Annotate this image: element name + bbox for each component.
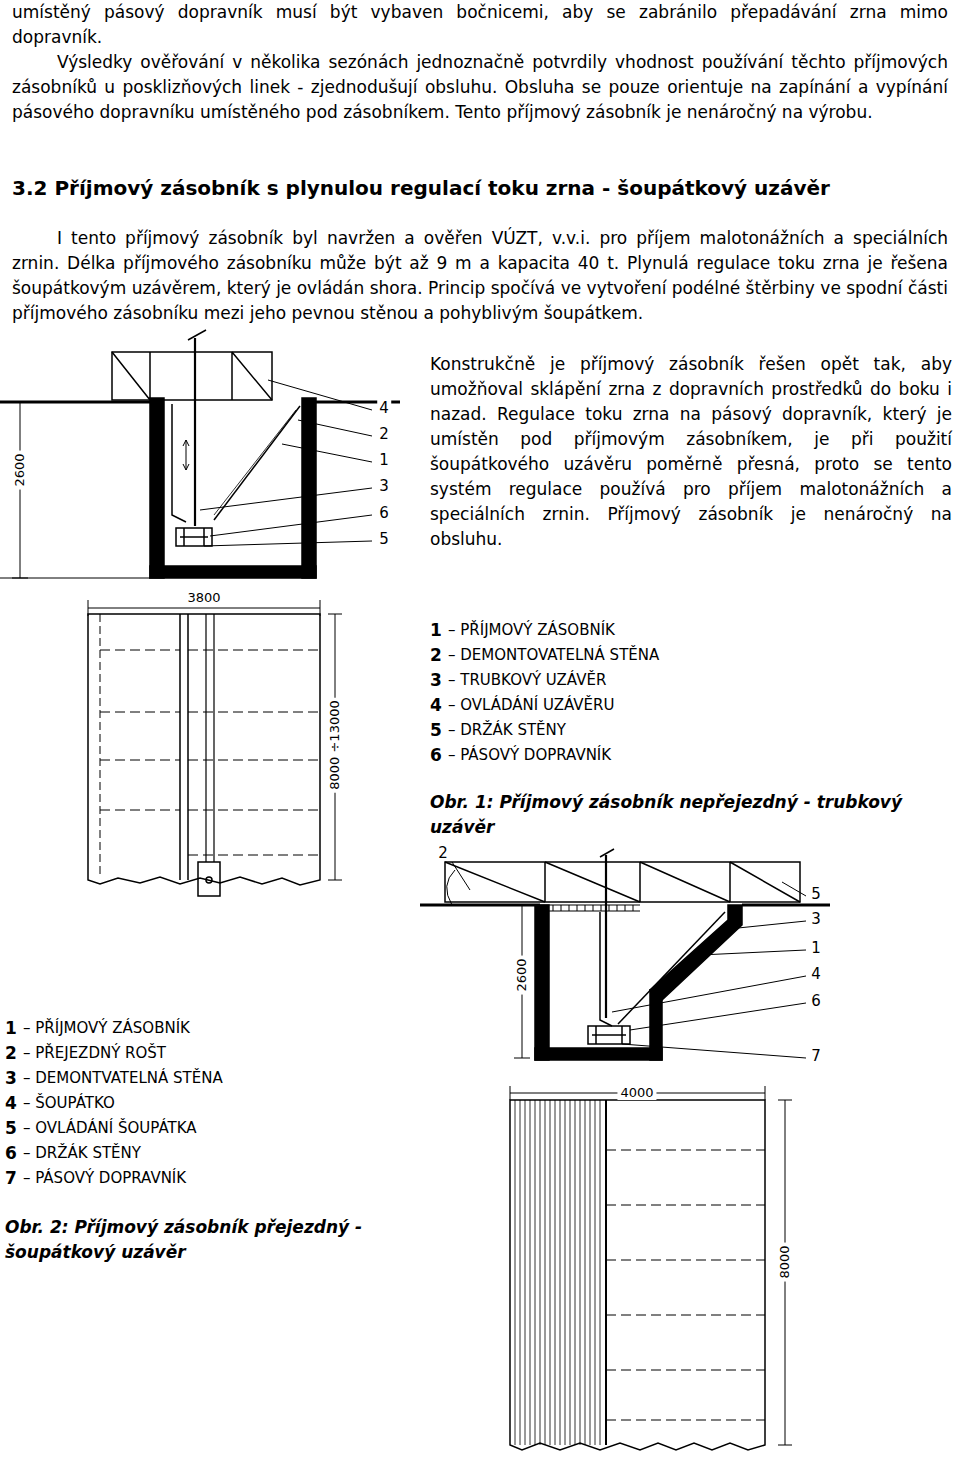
callout-number: 3	[377, 478, 391, 494]
legend-number: 6	[430, 743, 442, 768]
legend-text: – PŘÍJMOVÝ ZÁSOBNÍK	[448, 618, 615, 643]
legend-text: – DEMONTVATELNÁ STĚNA	[23, 1066, 223, 1091]
legend-number: 3	[5, 1066, 17, 1091]
callout-number: 6	[809, 993, 823, 1009]
legend-number: 1	[5, 1016, 17, 1041]
legend-text: – OVLÁDÁNÍ UZÁVĚRU	[448, 693, 614, 718]
body-paragraph: Výsledky ověřování v několika sezónách j…	[12, 50, 948, 125]
dimension: 8000 ÷13000	[328, 697, 342, 792]
legend-number: 7	[5, 1166, 17, 1191]
legend-text: – PŘÍJMOVÝ ZÁSOBNÍK	[23, 1016, 190, 1041]
dimension: 4000	[617, 1086, 656, 1100]
plan-drawing	[510, 1086, 792, 1450]
callout-number: 5	[809, 886, 823, 902]
body-paragraph: I tento příjmový zásobník byl navržen a …	[12, 226, 948, 326]
dimension: 2600	[13, 450, 27, 489]
legend-number: 6	[5, 1141, 17, 1166]
legend-number: 2	[430, 643, 442, 668]
dimension: 8000	[778, 1242, 792, 1281]
dimension: 3800	[184, 591, 223, 605]
section-drawing	[420, 849, 830, 1060]
callout-number: 7	[809, 1048, 823, 1064]
callout-number: 2	[436, 845, 450, 861]
figure-caption: Obr. 1: Příjmový zásobník nepřejezdný - …	[430, 790, 955, 840]
legend-text: – TRUBKOVÝ UZÁVĚR	[448, 668, 606, 693]
plan-drawing	[88, 600, 342, 896]
legend-number: 4	[5, 1091, 17, 1116]
callout-number: 6	[377, 505, 391, 521]
dimension: 2600	[515, 955, 529, 994]
legend-text: – DEMONTOVATELNÁ STĚNA	[448, 643, 659, 668]
callout-number: 1	[809, 940, 823, 956]
body-paragraph: umístěný pásový dopravník musí být vybav…	[12, 0, 948, 50]
legend-text: – ŠOUPÁTKO	[23, 1091, 115, 1116]
body-paragraph: Konstrukčně je příjmový zásobník řešen o…	[430, 352, 952, 552]
callout-number: 4	[809, 966, 823, 982]
legend-text: – OVLÁDÁNÍ ŠOUPÁTKA	[23, 1116, 196, 1141]
legend-text: – DRŽÁK STĚNY	[23, 1141, 141, 1166]
figure-caption: Obr. 2: Příjmový zásobník přejezdný - šo…	[5, 1215, 425, 1265]
callout-number: 5	[377, 531, 391, 547]
legend-number: 5	[430, 718, 442, 743]
callout-number: 1	[377, 452, 391, 468]
legend-text: – PÁSOVÝ DOPRAVNÍK	[448, 743, 611, 768]
legend-number: 4	[430, 693, 442, 718]
legend-number: 3	[430, 668, 442, 693]
callout-number: 2	[377, 426, 391, 442]
legend-number: 1	[430, 618, 442, 643]
section-heading: 3.2 Příjmový zásobník s plynulou regulac…	[12, 176, 830, 201]
legend-text: – DRŽÁK STĚNY	[448, 718, 566, 743]
callout-number: 4	[377, 400, 391, 416]
section-drawing	[0, 330, 400, 578]
callout-number: 3	[809, 911, 823, 927]
legend-text: – PŘEJEZDNÝ ROŠT	[23, 1041, 166, 1066]
legend-number: 5	[5, 1116, 17, 1141]
legend-text: – PÁSOVÝ DOPRAVNÍK	[23, 1166, 186, 1191]
legend-number: 2	[5, 1041, 17, 1066]
